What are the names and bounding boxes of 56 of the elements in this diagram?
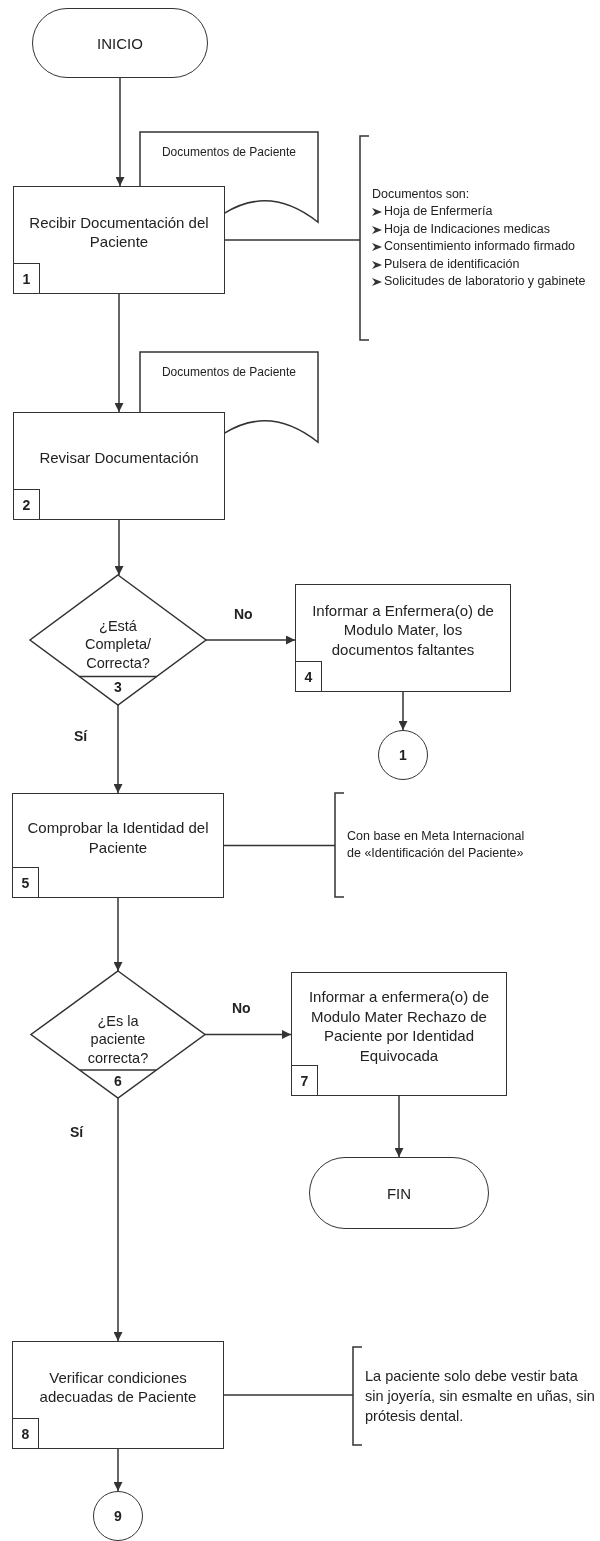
edge-label: Sí [72, 728, 90, 744]
process-box [295, 584, 511, 692]
connector-line [223, 1394, 354, 1396]
process-label: Revisar Documentación [39, 448, 199, 468]
arrow [115, 77, 125, 187]
list-item: Consentimiento informado firmado [384, 238, 577, 255]
arrow [205, 635, 296, 645]
document-label: Documentos de Paciente [160, 144, 298, 161]
connector-circle: 1 [378, 730, 428, 780]
connector-line [224, 239, 361, 241]
decision-label: ¿Es la paciente correcta? [86, 1011, 150, 1069]
note-heading: Documentos son: [372, 185, 471, 203]
process-box [291, 972, 507, 1096]
terminal-shape: FIN [309, 1157, 489, 1229]
connector-line [223, 844, 336, 847]
step-number: 3 [114, 678, 122, 698]
arrow [114, 293, 124, 413]
list-item: Hoja de Enfermería [384, 203, 494, 220]
arrow [113, 704, 123, 794]
edge-label: No [232, 606, 255, 622]
arrow [114, 519, 124, 576]
step-number: 7 [292, 1065, 318, 1095]
note-text: La paciente solo debe vestir bata sin joyería, sin esmalte en uñas, sin prótesis dental. [365, 1366, 596, 1427]
step-number: 5 [13, 867, 39, 897]
process-box [12, 793, 224, 898]
process-label: Informar a Enfermera(o) de Modulo Mater, los documentos faltantes [311, 600, 495, 660]
arrow [398, 691, 408, 731]
decision-diamond [30, 575, 206, 705]
process-box [12, 1341, 224, 1449]
process-label: Comprobar la Identidad del Paciente [26, 818, 210, 857]
process-label: Verificar condiciones adecuadas de Paciente [38, 1367, 198, 1407]
list-item: Pulsera de identificación [384, 255, 521, 273]
arrow [394, 1095, 404, 1158]
note-text: Con base en Meta Internacional de «Identificación del Paciente» [347, 827, 526, 862]
terminal-shape: INICIO [32, 8, 208, 78]
decision-label: ¿Está Completa/ Correcta? [83, 616, 153, 674]
connector-circle: 9 [93, 1491, 143, 1541]
step-number: 6 [114, 1072, 122, 1092]
arrow [113, 897, 123, 972]
process-label: Informar a enfermera(o) de Modulo Mater Rechazo de Paciente por Identidad Equivocada [307, 987, 491, 1065]
list-item: Hoja de Indicaciones medicas [384, 220, 552, 238]
step-number: 8 [13, 1418, 39, 1448]
process-box [13, 186, 225, 294]
edge-label: Sí [68, 1124, 86, 1140]
process-label: Recibir Documentación del Paciente [28, 212, 210, 252]
edge-label: No [230, 1000, 253, 1016]
decision-diamond [31, 971, 205, 1098]
step-number: 4 [296, 661, 322, 691]
document-label: Documentos de Paciente [160, 364, 298, 381]
arrow [113, 1097, 123, 1342]
list-item: Solicitudes de laboratorio y gabinete [384, 273, 587, 290]
step-number: 1 [14, 263, 40, 293]
arrow [113, 1448, 123, 1492]
step-number: 2 [14, 489, 40, 519]
process-box [13, 412, 225, 520]
arrow [204, 1030, 292, 1039]
